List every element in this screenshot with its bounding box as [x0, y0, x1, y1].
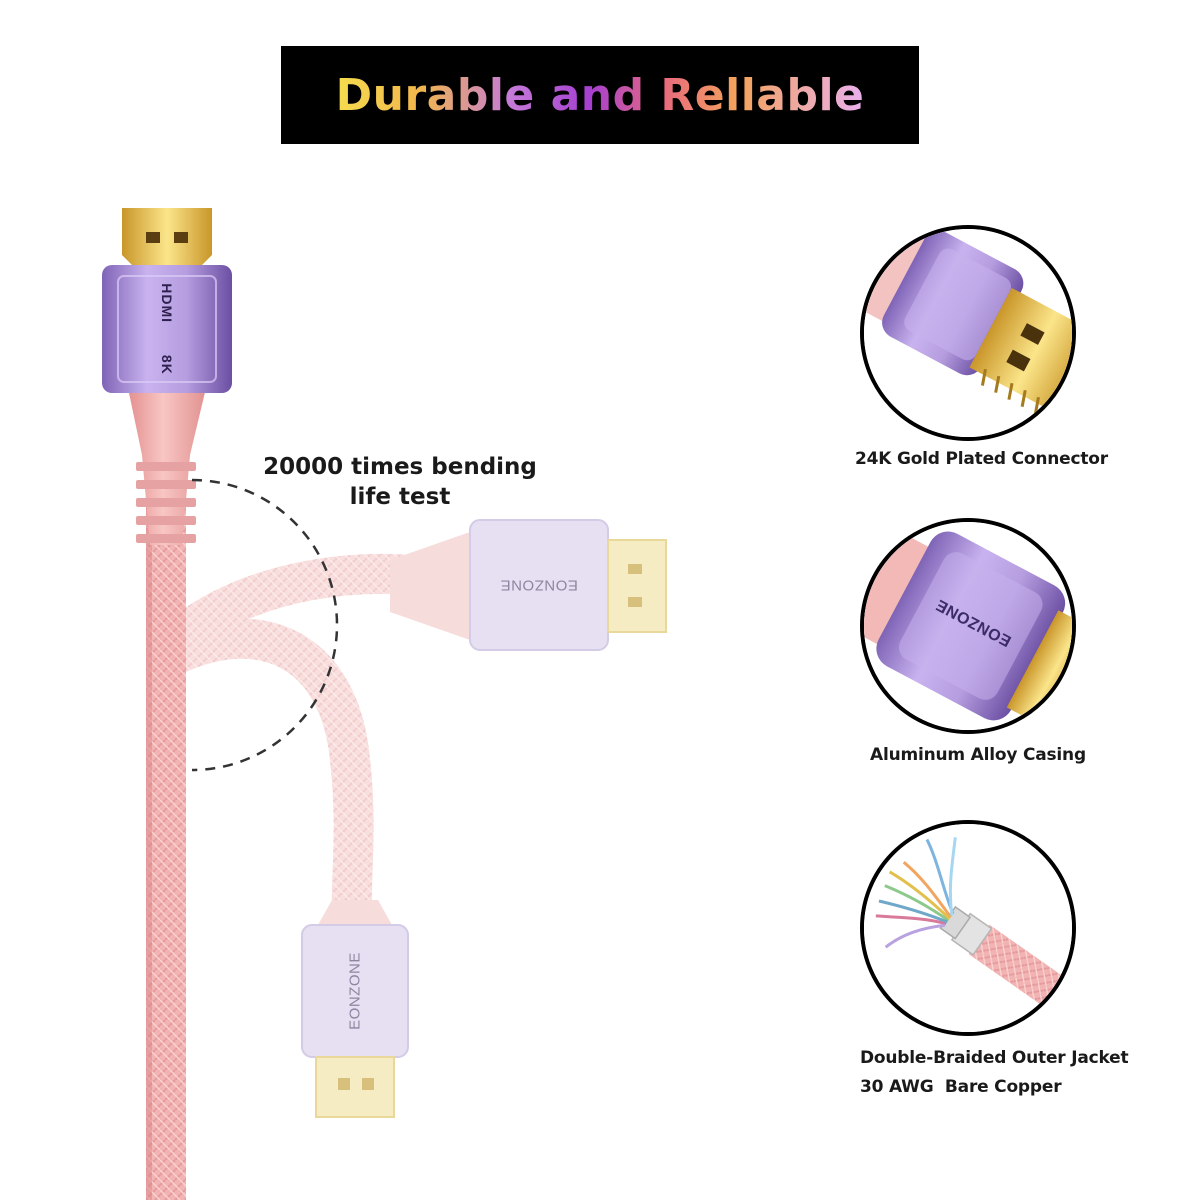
ghost-brand-vertical: EONZONE — [346, 952, 364, 1030]
bend-arc — [191, 478, 339, 772]
feature-label-casing: Aluminum Alloy Casing — [870, 745, 1086, 765]
bend-caption-line2: life test — [349, 484, 451, 510]
alloy-casing-closeup-icon: EONZONE — [860, 518, 1076, 734]
hdmi-logo-text: HDMI — [159, 283, 175, 324]
bend-test-caption: 20000 times bending life test — [262, 452, 538, 512]
ghost-brand-horizontal: EONZONE — [500, 576, 578, 594]
feature-label-gold: 24K Gold Plated Connector — [855, 449, 1108, 469]
title-banner: Durable and Rellable — [281, 46, 919, 144]
gold-connector-closeup-icon — [860, 225, 1076, 441]
resolution-text: 8K — [159, 354, 175, 375]
main-cable — [102, 208, 232, 1200]
main-casing — [102, 265, 232, 393]
cable-wires-closeup-icon — [860, 820, 1076, 1036]
banner-title: Durable and Rellable — [335, 69, 865, 121]
feature-label-jacket: Double-Braided Outer Jacket 30 AWG Bare … — [860, 1044, 1129, 1102]
gold-plug — [122, 208, 212, 265]
bent-cable-ghost — [150, 519, 667, 1118]
main-connector-label: HDMI 8K — [159, 283, 175, 374]
bend-caption-line1: 20000 times bending — [263, 454, 537, 480]
feature-label-jacket-line1: Double-Braided Outer Jacket — [860, 1048, 1129, 1068]
feature-label-jacket-line2: 30 AWG Bare Copper — [860, 1077, 1062, 1097]
